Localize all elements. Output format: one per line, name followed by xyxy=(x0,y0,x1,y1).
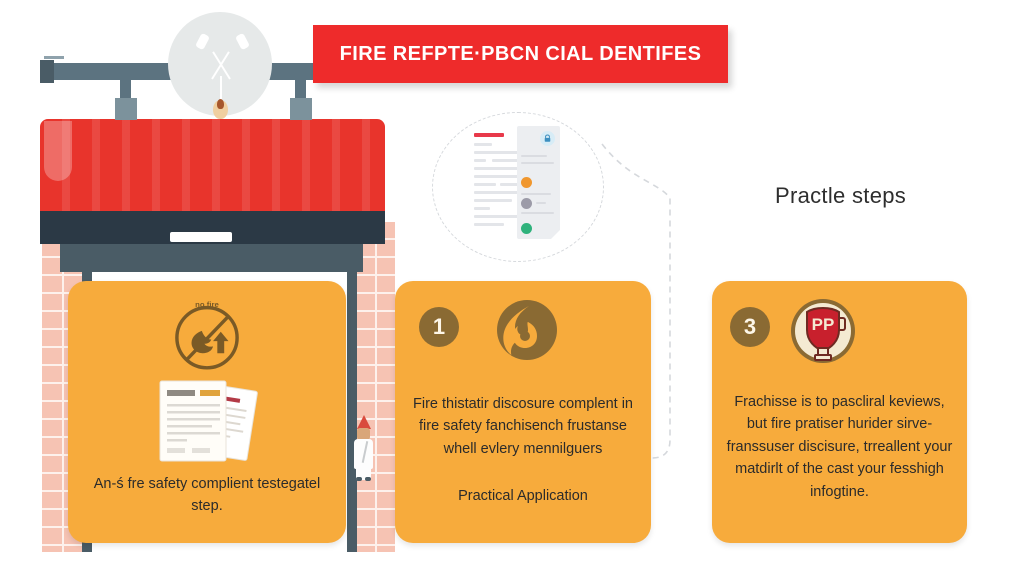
side-card-line xyxy=(536,202,546,204)
brick-seam-right xyxy=(375,222,377,552)
title-banner: FIRE REFPTE·PBCN CIAL DENTIFES xyxy=(313,25,728,83)
side-card-line xyxy=(521,162,554,164)
document-sheet xyxy=(470,128,526,236)
beam-end-cap xyxy=(40,60,54,83)
card-1-text: An-ś fre safety complient testegatel ste… xyxy=(93,476,321,515)
document-text-line xyxy=(500,183,520,186)
svg-text:no fire: no fire xyxy=(195,300,219,309)
side-card-line xyxy=(521,155,547,157)
document-text-line xyxy=(474,151,520,154)
document-text-line xyxy=(474,191,520,194)
hard-hat-icon xyxy=(357,415,371,429)
side-card-line xyxy=(521,193,551,195)
worker-shoe-left xyxy=(356,477,362,481)
document-text-line xyxy=(474,183,496,186)
card-3[interactable]: 3 PP Frachisse is to pascliral keviews, … xyxy=(712,281,967,543)
lamp-bulb-icon xyxy=(213,100,228,119)
dashed-connector-line xyxy=(601,143,671,459)
card-1[interactable]: no fire An-ś fre safety c xyxy=(68,281,346,543)
awning-valance xyxy=(60,244,363,272)
status-dot-green xyxy=(521,223,532,234)
lamp-wire-center xyxy=(220,76,222,104)
document-text-line xyxy=(474,167,520,170)
card-3-step-badge: 3 xyxy=(730,307,770,347)
document-heading-bar xyxy=(474,133,504,137)
practice-steps-heading: Practle steps xyxy=(775,183,907,208)
awning-red-canopy xyxy=(40,119,385,211)
card-2-step-badge: 1 xyxy=(419,307,459,347)
card-2-subtext: Practical Application xyxy=(458,488,588,504)
worker-figure xyxy=(352,415,376,481)
beam-bracket xyxy=(44,56,64,59)
document-text-line xyxy=(474,159,486,162)
card-2-text: Fire thistatir discosure complent in fir… xyxy=(413,396,633,457)
brick-seam-left xyxy=(62,222,64,552)
status-dot-orange xyxy=(521,177,532,188)
card-3-text: Frachisse is to pascliral keviews, but f… xyxy=(726,394,953,500)
flame-icon xyxy=(217,99,224,109)
document-text-line xyxy=(474,215,520,218)
document-illustration-circle xyxy=(432,112,604,262)
worker-head xyxy=(357,428,370,440)
document-text-line xyxy=(492,159,520,162)
document-text-line xyxy=(474,223,504,226)
status-dot-gray xyxy=(521,198,532,209)
flame-swirl-icon xyxy=(497,300,557,360)
documents-icon xyxy=(159,380,258,462)
no-fire-icon: no fire xyxy=(175,300,239,370)
document-text-line xyxy=(474,143,492,146)
document-text-line xyxy=(474,199,512,202)
title-banner-text: FIRE REFPTE·PBCN CIAL DENTIFES xyxy=(339,42,702,65)
svg-text:PP: PP xyxy=(812,315,835,334)
beam-post-right-foot xyxy=(290,98,312,120)
document-text-line xyxy=(474,207,490,210)
lock-icon xyxy=(540,131,555,146)
side-card-line xyxy=(521,212,554,214)
card-2[interactable]: 1 Fire thistatir discosure complent in f… xyxy=(395,281,651,543)
shield-pp-icon: PP xyxy=(791,299,855,363)
document-text-line xyxy=(474,175,520,178)
beam-post-left-foot xyxy=(115,98,137,120)
worker-shoe-right xyxy=(365,477,371,481)
awning-sign-strip xyxy=(170,232,232,242)
awning-highlight xyxy=(44,121,72,181)
